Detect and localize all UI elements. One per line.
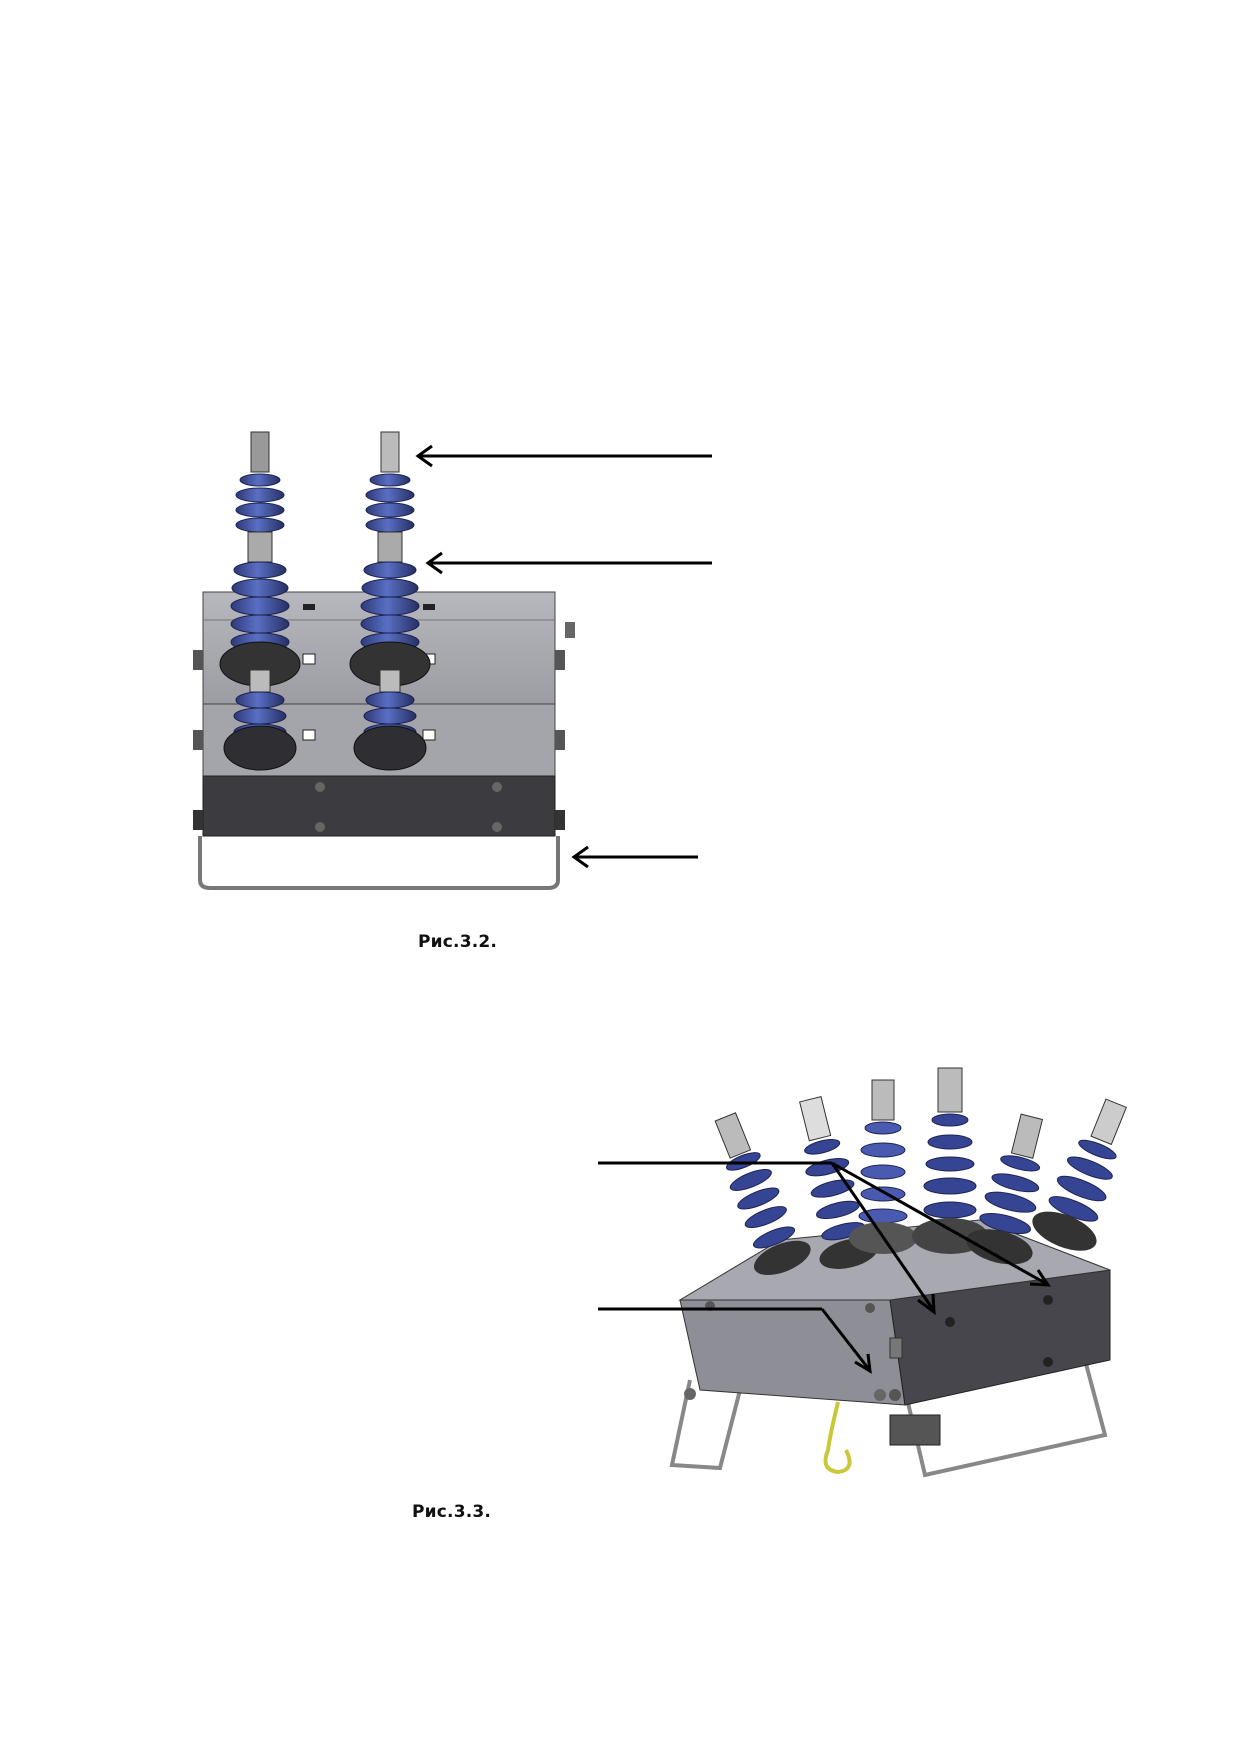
bushing-middle-right: [349, 531, 431, 687]
bushing-rear-right: [365, 431, 415, 533]
arrow-pointer-2: [425, 551, 712, 575]
arrow-pointer-1: [415, 444, 712, 468]
arrow-pointer-3: [571, 845, 698, 869]
figure-3-2-caption: Рис.3.2.: [418, 932, 498, 952]
earthing-cable: [823, 1401, 852, 1475]
bushing-middle-left: [219, 531, 301, 687]
leader-line-lower: [598, 1307, 872, 1374]
enclosure-left-face: [679, 1299, 906, 1406]
leader-line-upper: [598, 1161, 1051, 1316]
figure-3-3: [0, 1040, 1239, 1520]
bushing-6: [1032, 1098, 1127, 1251]
bushing-front-left: [223, 669, 297, 771]
enclosure-lower-panel: [202, 775, 556, 837]
recloser-perspective-view-drawing: [598, 1067, 1127, 1478]
figure-3-2: [193, 431, 712, 890]
bushing-front-right: [353, 669, 427, 771]
support-frame: [198, 836, 560, 890]
bushing-rear-left: [235, 431, 285, 533]
recloser-front-view-drawing: [193, 431, 712, 890]
support-frame-left: [669, 1379, 742, 1471]
bushing-1: [714, 1112, 811, 1276]
figure-3-3-caption: Рис.3.3.: [412, 1502, 492, 1522]
bushing-4: [912, 1067, 988, 1254]
bushing-3: [849, 1079, 917, 1254]
bushing-5: [966, 1113, 1044, 1265]
